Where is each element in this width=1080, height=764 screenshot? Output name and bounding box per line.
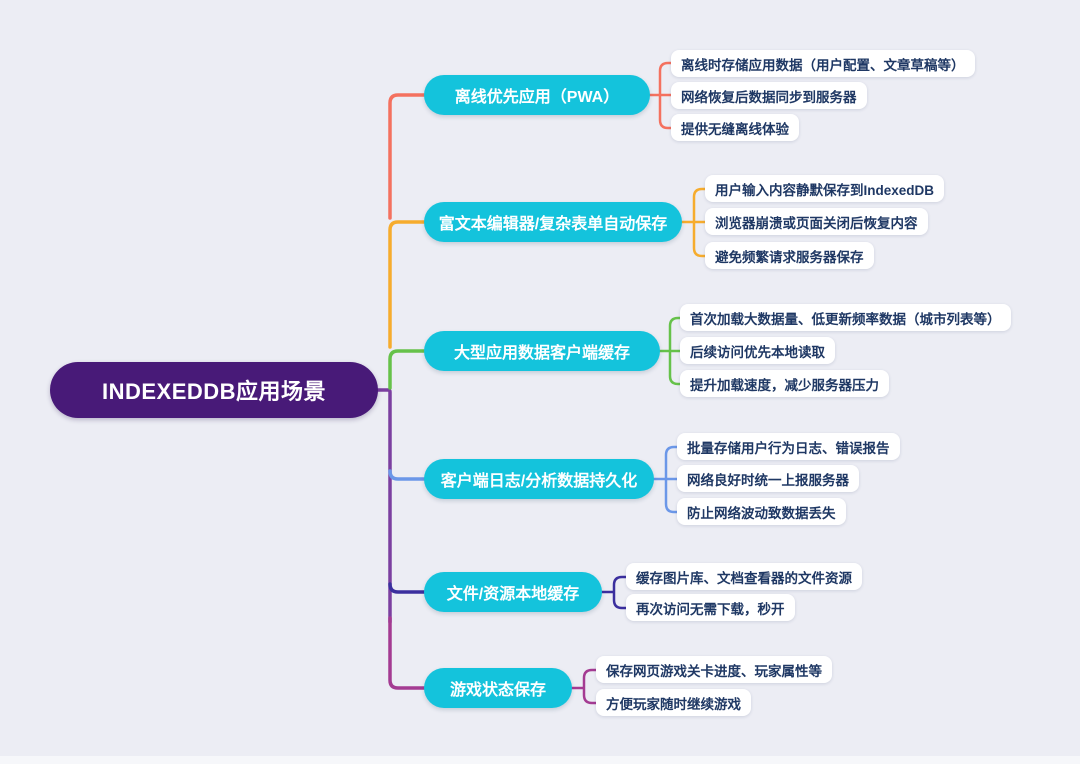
connector-branch-3 (388, 349, 426, 390)
leaf-topic[interactable]: 提升加载速度，减少服务器压力 (680, 370, 889, 397)
connector-branch-6 (388, 616, 426, 690)
connector-leaves-5 (600, 575, 628, 610)
leaf-topic[interactable]: 方便玩家随时继续游戏 (596, 689, 751, 716)
center-topic[interactable]: INDEXEDDB应用场景 (50, 362, 378, 418)
leaf-topic[interactable]: 网络良好时统一上报服务器 (677, 465, 859, 492)
connector-branch-2 (388, 220, 426, 349)
connector-leaves-4 (652, 445, 679, 514)
leaf-topic[interactable]: 离线时存储应用数据（用户配置、文章草稿等） (671, 50, 975, 77)
leaf-topic[interactable]: 防止网络波动致数据丢失 (677, 498, 846, 525)
leaf-topic[interactable]: 浏览器崩溃或页面关闭后恢复内容 (705, 208, 928, 235)
connector-trunk (375, 388, 392, 624)
connector-leaves-1 (648, 61, 673, 130)
leaf-topic[interactable]: 再次访问无需下载，秒开 (626, 594, 795, 621)
connector-branch-1 (388, 93, 426, 220)
leaf-topic[interactable]: 提供无缝离线体验 (671, 114, 799, 141)
leaf-topic[interactable]: 后续访问优先本地读取 (680, 337, 835, 364)
branch-topic-file-cache[interactable]: 文件/资源本地缓存 (424, 572, 602, 612)
connector-leaves-2 (680, 187, 707, 258)
leaf-topic[interactable]: 避免频繁请求服务器保存 (705, 242, 874, 269)
leaf-topic[interactable]: 用户输入内容静默保存到IndexedDB (705, 175, 945, 202)
leaf-topic[interactable]: 网络恢复后数据同步到服务器 (671, 82, 867, 109)
connector-branch-4 (388, 469, 426, 481)
leaf-topic[interactable]: 保存网页游戏关卡进度、玩家属性等 (596, 656, 832, 683)
leaf-topic[interactable]: 批量存储用户行为日志、错误报告 (677, 433, 900, 460)
connector-branch-5 (388, 582, 426, 594)
branch-topic-editor-autosave[interactable]: 富文本编辑器/复杂表单自动保存 (424, 202, 682, 242)
branch-topic-game-state[interactable]: 游戏状态保存 (424, 668, 572, 708)
branch-topic-pwa[interactable]: 离线优先应用（PWA） (424, 75, 650, 115)
bottom-strip (0, 756, 1080, 764)
connector-leaves-3 (658, 316, 682, 386)
leaf-topic[interactable]: 缓存图片库、文档查看器的文件资源 (626, 563, 862, 590)
branch-topic-client-cache[interactable]: 大型应用数据客户端缓存 (424, 331, 660, 371)
branch-topic-log-persistence[interactable]: 客户端日志/分析数据持久化 (424, 459, 654, 499)
connector-leaves-6 (570, 668, 598, 705)
leaf-topic[interactable]: 首次加载大数据量、低更新频率数据（城市列表等） (680, 304, 1011, 331)
